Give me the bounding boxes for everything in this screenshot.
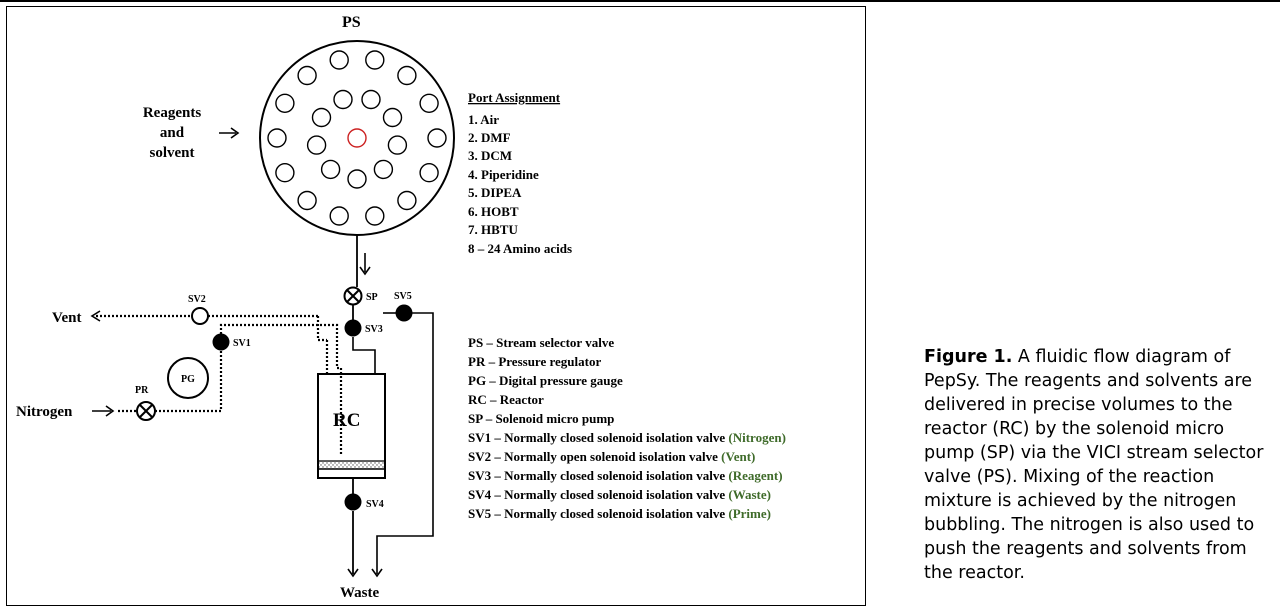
ps-label: PS [342,14,361,31]
valve-port [427,128,447,148]
legend-rc: RC – Reactor [468,392,544,407]
fluidic-flow-diagram: PS Reagents and solvent Port Assignment … [16,14,786,601]
valve-port [361,89,381,110]
figure-frame [6,6,866,606]
valve-port [275,93,295,114]
valve-port [333,89,353,110]
figure-caption: Figure 1. A fluidic flow diagram of PepS… [924,345,1276,585]
legend-sv4: SV4 – Normally closed solenoid isolation… [468,487,771,502]
valve-port [373,159,394,180]
port-item-1: 1. Air [468,112,499,127]
valve-port [297,190,317,211]
valve-port [329,50,349,70]
reagents-line-2: and [160,125,185,141]
nitrogen-label: Nitrogen [16,404,73,420]
sv5-label: SV5 [394,291,412,302]
reagents-line-1: Reagents [143,105,201,121]
port-item-2: 2. DMF [468,130,511,145]
port-item-5: 5. DIPEA [468,185,522,200]
sv5-prime-line: SV5 [371,291,434,578]
legend-sp: SP – Solenoid micro pump [468,411,614,426]
main-flow-line [356,235,371,287]
valve-port [365,206,385,226]
port-item-4: 4. Piperidine [468,167,539,182]
sv4-label: SV4 [366,499,384,510]
caption-text: A fluidic flow diagram of PepSy. The rea… [924,347,1264,583]
top-rule [0,0,1280,2]
component-legend: PS – Stream selector valve PR – Pressure… [468,335,786,521]
sv2-label: SV2 [188,294,206,305]
legend-pg: PG – Digital pressure gauge [468,373,623,388]
valve-ports [267,50,447,226]
port-item-6: 6. HOBT [468,204,519,219]
valve-port [397,65,417,86]
sp-label: SP [366,292,378,303]
valve-center-port [347,128,367,148]
port-item-3: 3. DCM [468,148,512,163]
stream-selector-valve [259,40,455,236]
valve-port [267,128,287,148]
sv3-valve: SV3 [344,319,383,337]
pr-label: PR [135,385,149,396]
waste-label: Waste [340,585,380,601]
vent-line: SV2 Vent [52,294,329,374]
legend-pr: PR – Pressure regulator [468,354,601,369]
valve-port [297,65,317,86]
valve-port [365,50,385,70]
rc-label: RC [333,410,360,431]
reactor: RC [317,373,386,479]
solenoid-micro-pump: SP [343,286,378,306]
vent-label: Vent [52,310,81,326]
port-item-7: 7. HBTU [468,222,518,237]
sv3-label: SV3 [365,324,383,335]
valve-port [382,107,403,128]
valve-port [306,135,327,155]
legend-sv5: SV5 – Normally closed solenoid isolation… [468,506,771,521]
nitrogen-line: Nitrogen PR SV1 PG [16,323,343,456]
port-assignment-title: Port Assignment [468,90,561,105]
legend-sv1: SV1 – Normally closed solenoid isolation… [468,430,786,445]
reagents-line-3: solvent [150,145,195,161]
legend-sv3: SV3 – Normally closed solenoid isolation… [468,468,783,483]
valve-port [311,107,332,128]
valve-port [329,206,349,226]
pg-label: PG [181,374,195,385]
valve-port [320,159,341,180]
valve-port [397,190,417,211]
port-item-8: 8 – 24 Amino acids [468,241,572,256]
waste-line: SV4 Waste [340,478,384,601]
valve-port [419,93,439,114]
valve-port [347,169,367,189]
valve-port [275,162,295,183]
reagents-input-label: Reagents and solvent [143,105,240,161]
sv1-label: SV1 [233,338,251,349]
figure-label: Figure 1. [924,347,1013,367]
legend-ps: PS – Stream selector valve [468,335,614,350]
reagent-inlet-line [352,337,376,375]
legend-sv2: SV2 – Normally open solenoid isolation v… [468,449,755,464]
valve-port [387,135,408,155]
valve-port [419,162,439,183]
port-assignment: Port Assignment 1. Air 2. DMF 3. DCM 4. … [468,90,572,256]
